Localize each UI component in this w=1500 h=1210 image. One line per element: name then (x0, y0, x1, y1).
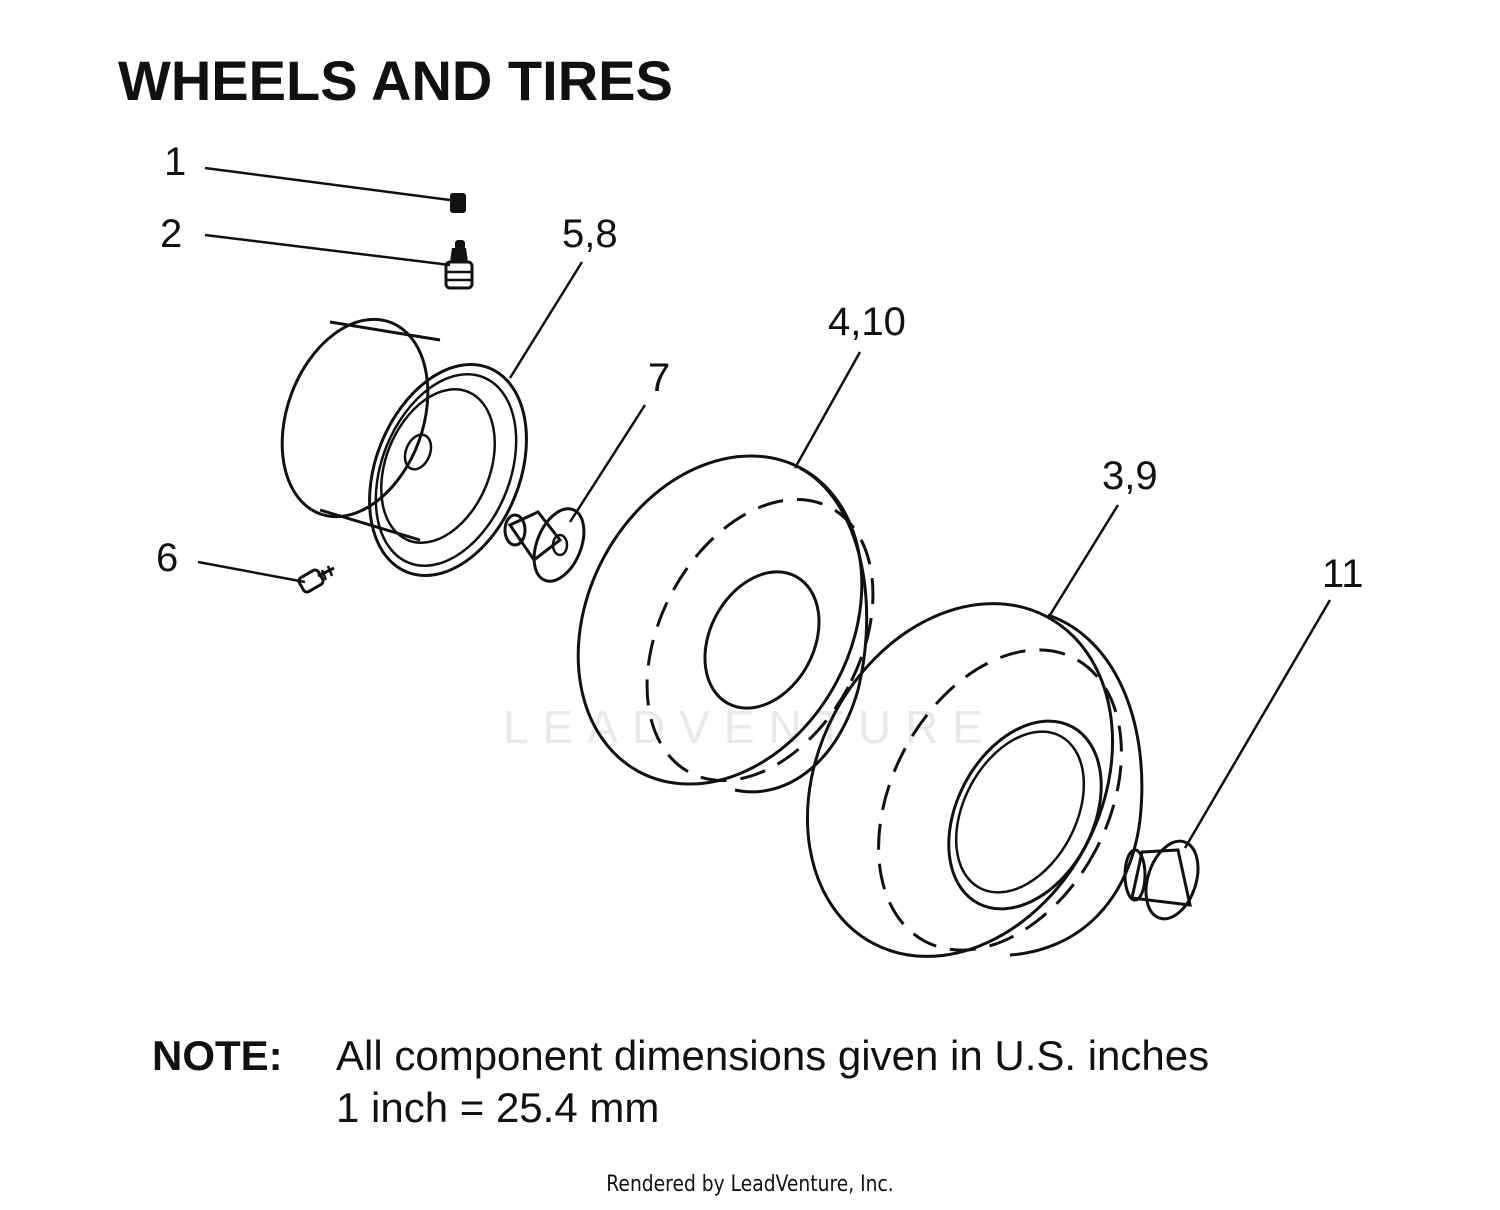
leader-line-5-8 (508, 261, 584, 379)
note-line-1: All component dimensions given in U.S. i… (336, 1032, 1210, 1079)
leader-line-7 (568, 404, 647, 523)
bolt (297, 565, 335, 594)
callout-5-8: 5,8 (562, 212, 618, 256)
valve-stem (444, 240, 474, 290)
leader-line-1 (204, 166, 451, 202)
leader-line-11 (1183, 599, 1332, 849)
callout-4-10: 4,10 (828, 300, 906, 344)
footer-credit: Rendered by LeadVenture, Inc. (606, 1172, 894, 1197)
leader-lines (197, 166, 1332, 849)
leader-line-2 (204, 233, 451, 267)
callout-1: 1 (164, 140, 187, 184)
rim (280, 317, 528, 577)
leader-line-6 (197, 560, 306, 584)
bushing (503, 507, 586, 583)
valve-cap (450, 193, 466, 213)
watermark: LEADVENTURE (503, 701, 997, 753)
tire-front (576, 454, 875, 794)
note-line-2: 1 inch = 25.4 mm (336, 1084, 660, 1131)
callout-6: 6 (156, 536, 179, 580)
tire-rear (805, 602, 1144, 958)
dimension-note: NOTE: All component dimensions given in U… (152, 1030, 1209, 1134)
diagram-title: WHEELS AND TIRES (118, 49, 673, 112)
leader-line-4-10 (793, 351, 862, 469)
note-label: NOTE: (152, 1032, 283, 1079)
wheel-cap (1123, 839, 1200, 921)
callout-7: 7 (648, 356, 671, 400)
callout-2: 2 (160, 212, 183, 256)
callout-3-9: 3,9 (1102, 454, 1158, 498)
leader-line-3-9 (1048, 504, 1120, 616)
callout-11: 11 (1322, 552, 1364, 596)
